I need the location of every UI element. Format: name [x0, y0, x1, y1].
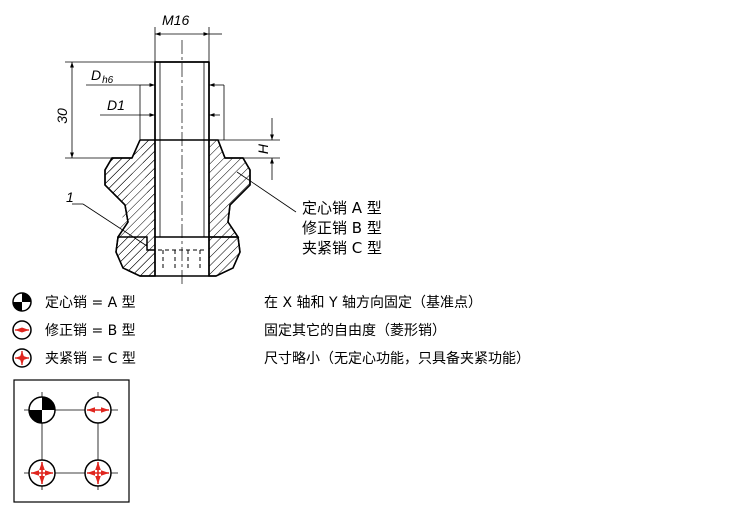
example-clamping-pin-icon-left [28, 459, 56, 487]
correction-pin-icon [12, 320, 32, 340]
variant-list: 定心销 A 型 修正销 B 型 夹紧销 C 型 [302, 199, 382, 257]
legend-b-label: 修正销 = B 型 [45, 323, 136, 339]
clamping-pin-icon [12, 348, 32, 368]
pin-cross-section [104, 40, 251, 285]
height-label: H [255, 143, 271, 154]
legend-a-label: 定心销 = A 型 [45, 295, 136, 311]
legend-labels: 定心销 = A 型 修正销 = B 型 夹紧销 = C 型 在 X 轴和 Y 轴… [45, 294, 530, 367]
example-correction-pin-icon [84, 396, 112, 424]
centering-pin-icon [12, 292, 32, 312]
example-clamping-pin-icon-right [84, 459, 112, 487]
inner-diameter-label: D1 [107, 97, 125, 113]
legend-a-description: 在 X 轴和 Y 轴方向固定（基准点） [264, 294, 482, 311]
dimension-labels: M16 Dh6 D1 30 H 1 [54, 12, 271, 205]
legend-b-description: 固定其它的自由度（菱形销） [264, 322, 446, 339]
example-centering-pin-icon [28, 396, 56, 424]
thread-size-label: M16 [162, 12, 189, 28]
variant-a-label: 定心销 A 型 [302, 199, 382, 217]
legend-c-description: 尺寸略小（无定心功能，只具备夹紧功能） [264, 350, 530, 367]
length-label: 30 [54, 108, 70, 124]
callout-number: 1 [66, 189, 74, 205]
legend-c-label: 夹紧销 = C 型 [45, 351, 136, 367]
outer-diameter-label: Dh6 [91, 67, 114, 86]
variant-b-label: 修正销 B 型 [302, 219, 382, 237]
layout-example [13, 379, 130, 503]
dimension-lines [65, 27, 297, 247]
variant-c-label: 夹紧销 C 型 [302, 239, 382, 257]
